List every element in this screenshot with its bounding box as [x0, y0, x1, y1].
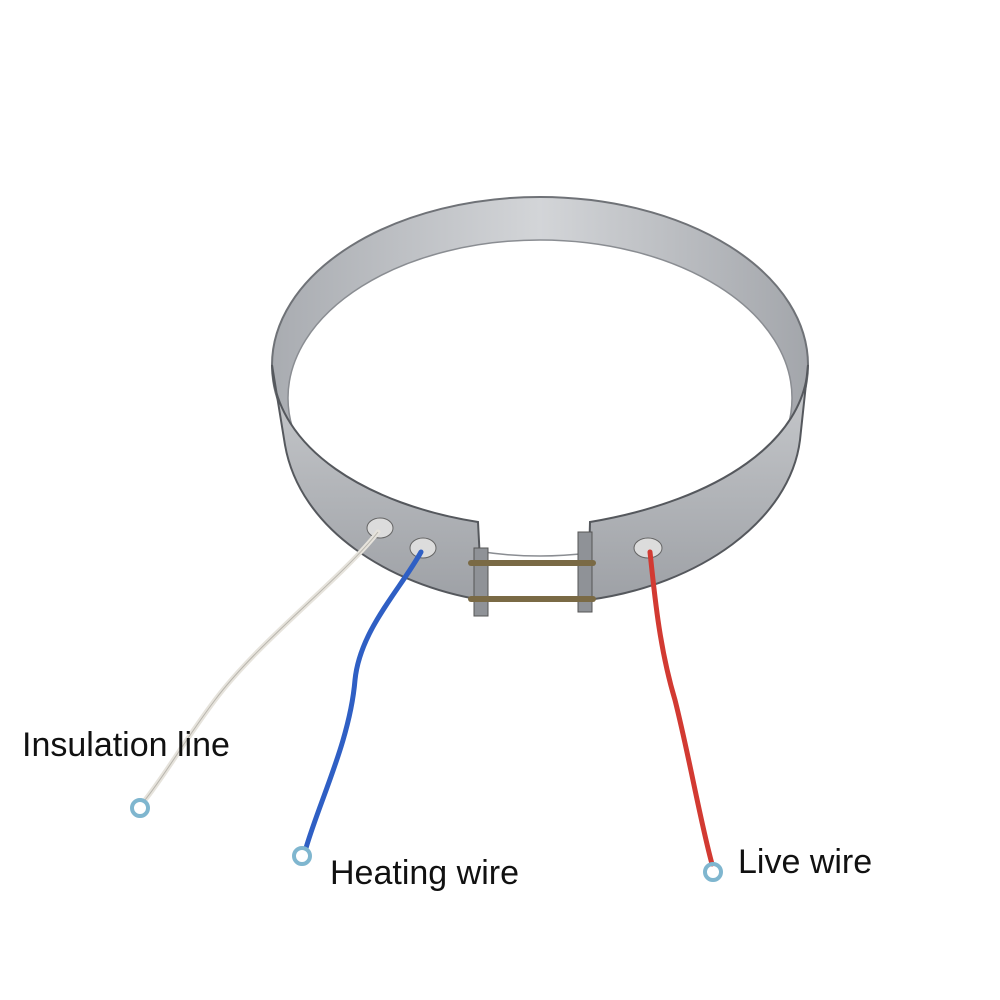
label-live-wire: Live wire: [738, 843, 873, 881]
clamp-bolts: [468, 531, 596, 617]
ring-terminal-icon: [292, 846, 312, 866]
label-heating-wire: Heating wire: [330, 854, 519, 892]
ring-terminal-icon: [703, 862, 723, 882]
label-insulation-line: Insulation line: [22, 726, 230, 764]
ring-back: [271, 196, 809, 557]
live-wire: [647, 549, 715, 867]
heating-wire: [303, 549, 424, 851]
terminals: [366, 517, 663, 559]
insulation-line-wire-outline: [144, 531, 379, 801]
ring-terminal-icon: [130, 798, 150, 818]
